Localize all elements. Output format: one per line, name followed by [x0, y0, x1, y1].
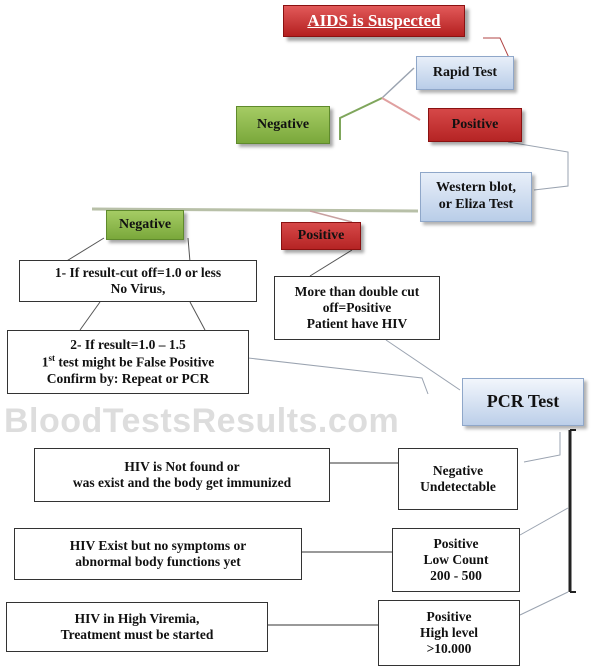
range-line2-superscript: st [48, 353, 55, 364]
rapid-test-label: Rapid Test [432, 64, 498, 80]
positive-to-western-line [507, 141, 569, 191]
western-blot-line2: or Eliza Test [438, 197, 514, 212]
no-symptoms-meaning-box: HIV Exist but no symptoms or abnormal bo… [14, 528, 302, 580]
range-to-pcr-line [247, 357, 429, 395]
meaning-2-line1: HIV Exist but no symptoms or [69, 537, 247, 553]
result-1-line2: Undetectable [420, 479, 496, 494]
rapid-to-negative-line [339, 97, 383, 140]
double-line2: off=Positive [322, 299, 392, 315]
double-cutoff-box: More than double cut off=Positive Patien… [274, 276, 440, 340]
pcr-bracket-ticks [570, 429, 576, 593]
range-line2: 1st test might be False Positive [42, 353, 215, 371]
wb-positive-label: Positive [297, 227, 345, 243]
meaning-1-line1: HIV is Not found or [124, 458, 240, 474]
result-3-line3: >10.000 [426, 641, 472, 657]
cutoff-box: 1- If result-cut off=1.0 or less No Viru… [19, 260, 257, 302]
range-line1: 2- If result=1.0 – 1.5 [70, 336, 186, 352]
wb-positive-box: Positive [281, 222, 361, 250]
range-box: 2- If result=1.0 – 1.5 1st test might be… [7, 330, 249, 394]
pcr-to-low-line [519, 507, 569, 536]
rapid-test-box: Rapid Test [416, 56, 514, 90]
cutoff-line1: 1- If result-cut off=1.0 or less [54, 264, 222, 280]
result-2-line3: 200 - 500 [430, 568, 482, 584]
negative-to-cutoff-line [64, 237, 105, 263]
meaning-3-line2: Treatment must be started [60, 627, 214, 642]
first-negative-label: Negative [256, 116, 310, 132]
title-to-rapid-line [483, 37, 511, 61]
cutoff-to-range-line [79, 301, 101, 331]
bar-to-positive-line [309, 210, 353, 223]
meaning-1-line2: was exist and the body get immunized [72, 475, 292, 490]
range-line2-rest: test might be False Positive [54, 354, 215, 370]
result-1-line1: Negative [432, 462, 484, 478]
positive-high-level-box: Positive High level >10.000 [378, 600, 520, 666]
meaning-2-line2: abnormal body functions yet [75, 554, 241, 569]
cutoff-to-range-line-2 [189, 301, 206, 331]
double-line1: More than double cut [294, 283, 420, 299]
negative-to-cutoff-line-2 [187, 237, 191, 263]
double-to-pcr-line [385, 339, 461, 391]
meaning-3-line1: HIV in High Viremia, [74, 610, 200, 626]
result-3-line2: High level [419, 624, 479, 640]
wb-negative-box: Negative [106, 210, 184, 240]
positive-to-double-line [309, 249, 353, 277]
positive-low-count-box: Positive Low Count 200 - 500 [392, 528, 520, 592]
rapid-stem-line [381, 67, 415, 99]
result-2-line2: Low Count [423, 551, 489, 567]
first-positive-box: Positive [428, 108, 522, 142]
cutoff-line2: No Virus, [110, 281, 166, 296]
wb-negative-label: Negative [118, 216, 172, 232]
pcr-to-high-line [519, 591, 569, 616]
negative-undetectable-box: Negative Undetectable [398, 448, 518, 510]
western-blot-box: Western blot, or Eliza Test [420, 172, 532, 222]
high-viremia-meaning-box: HIV in High Viremia, Treatment must be s… [6, 602, 268, 652]
double-line3: Patient have HIV [306, 316, 408, 332]
range-line3: Confirm by: Repeat or PCR [46, 370, 210, 386]
result-2-line1: Positive [433, 535, 479, 551]
watermark: BloodTestsResults.com [4, 402, 400, 440]
western-blot-line1: Western blot, [435, 180, 517, 196]
pcr-test-box: PCR Test [462, 378, 584, 426]
aids-suspected-box: AIDS is Suspected [283, 5, 465, 37]
aids-suspected-label: AIDS is Suspected [307, 10, 441, 30]
pcr-test-label: PCR Test [486, 391, 560, 412]
not-found-meaning-box: HIV is Not found or was exist and the bo… [34, 448, 330, 502]
range-line2-number: 1 [41, 354, 49, 370]
rapid-to-positive-line [381, 97, 421, 121]
western-branch-bar [91, 207, 419, 213]
first-positive-label: Positive [451, 116, 499, 132]
first-negative-box: Negative [236, 106, 330, 144]
pcr-to-negative-line [523, 432, 561, 463]
result-3-line1: Positive [426, 608, 472, 624]
